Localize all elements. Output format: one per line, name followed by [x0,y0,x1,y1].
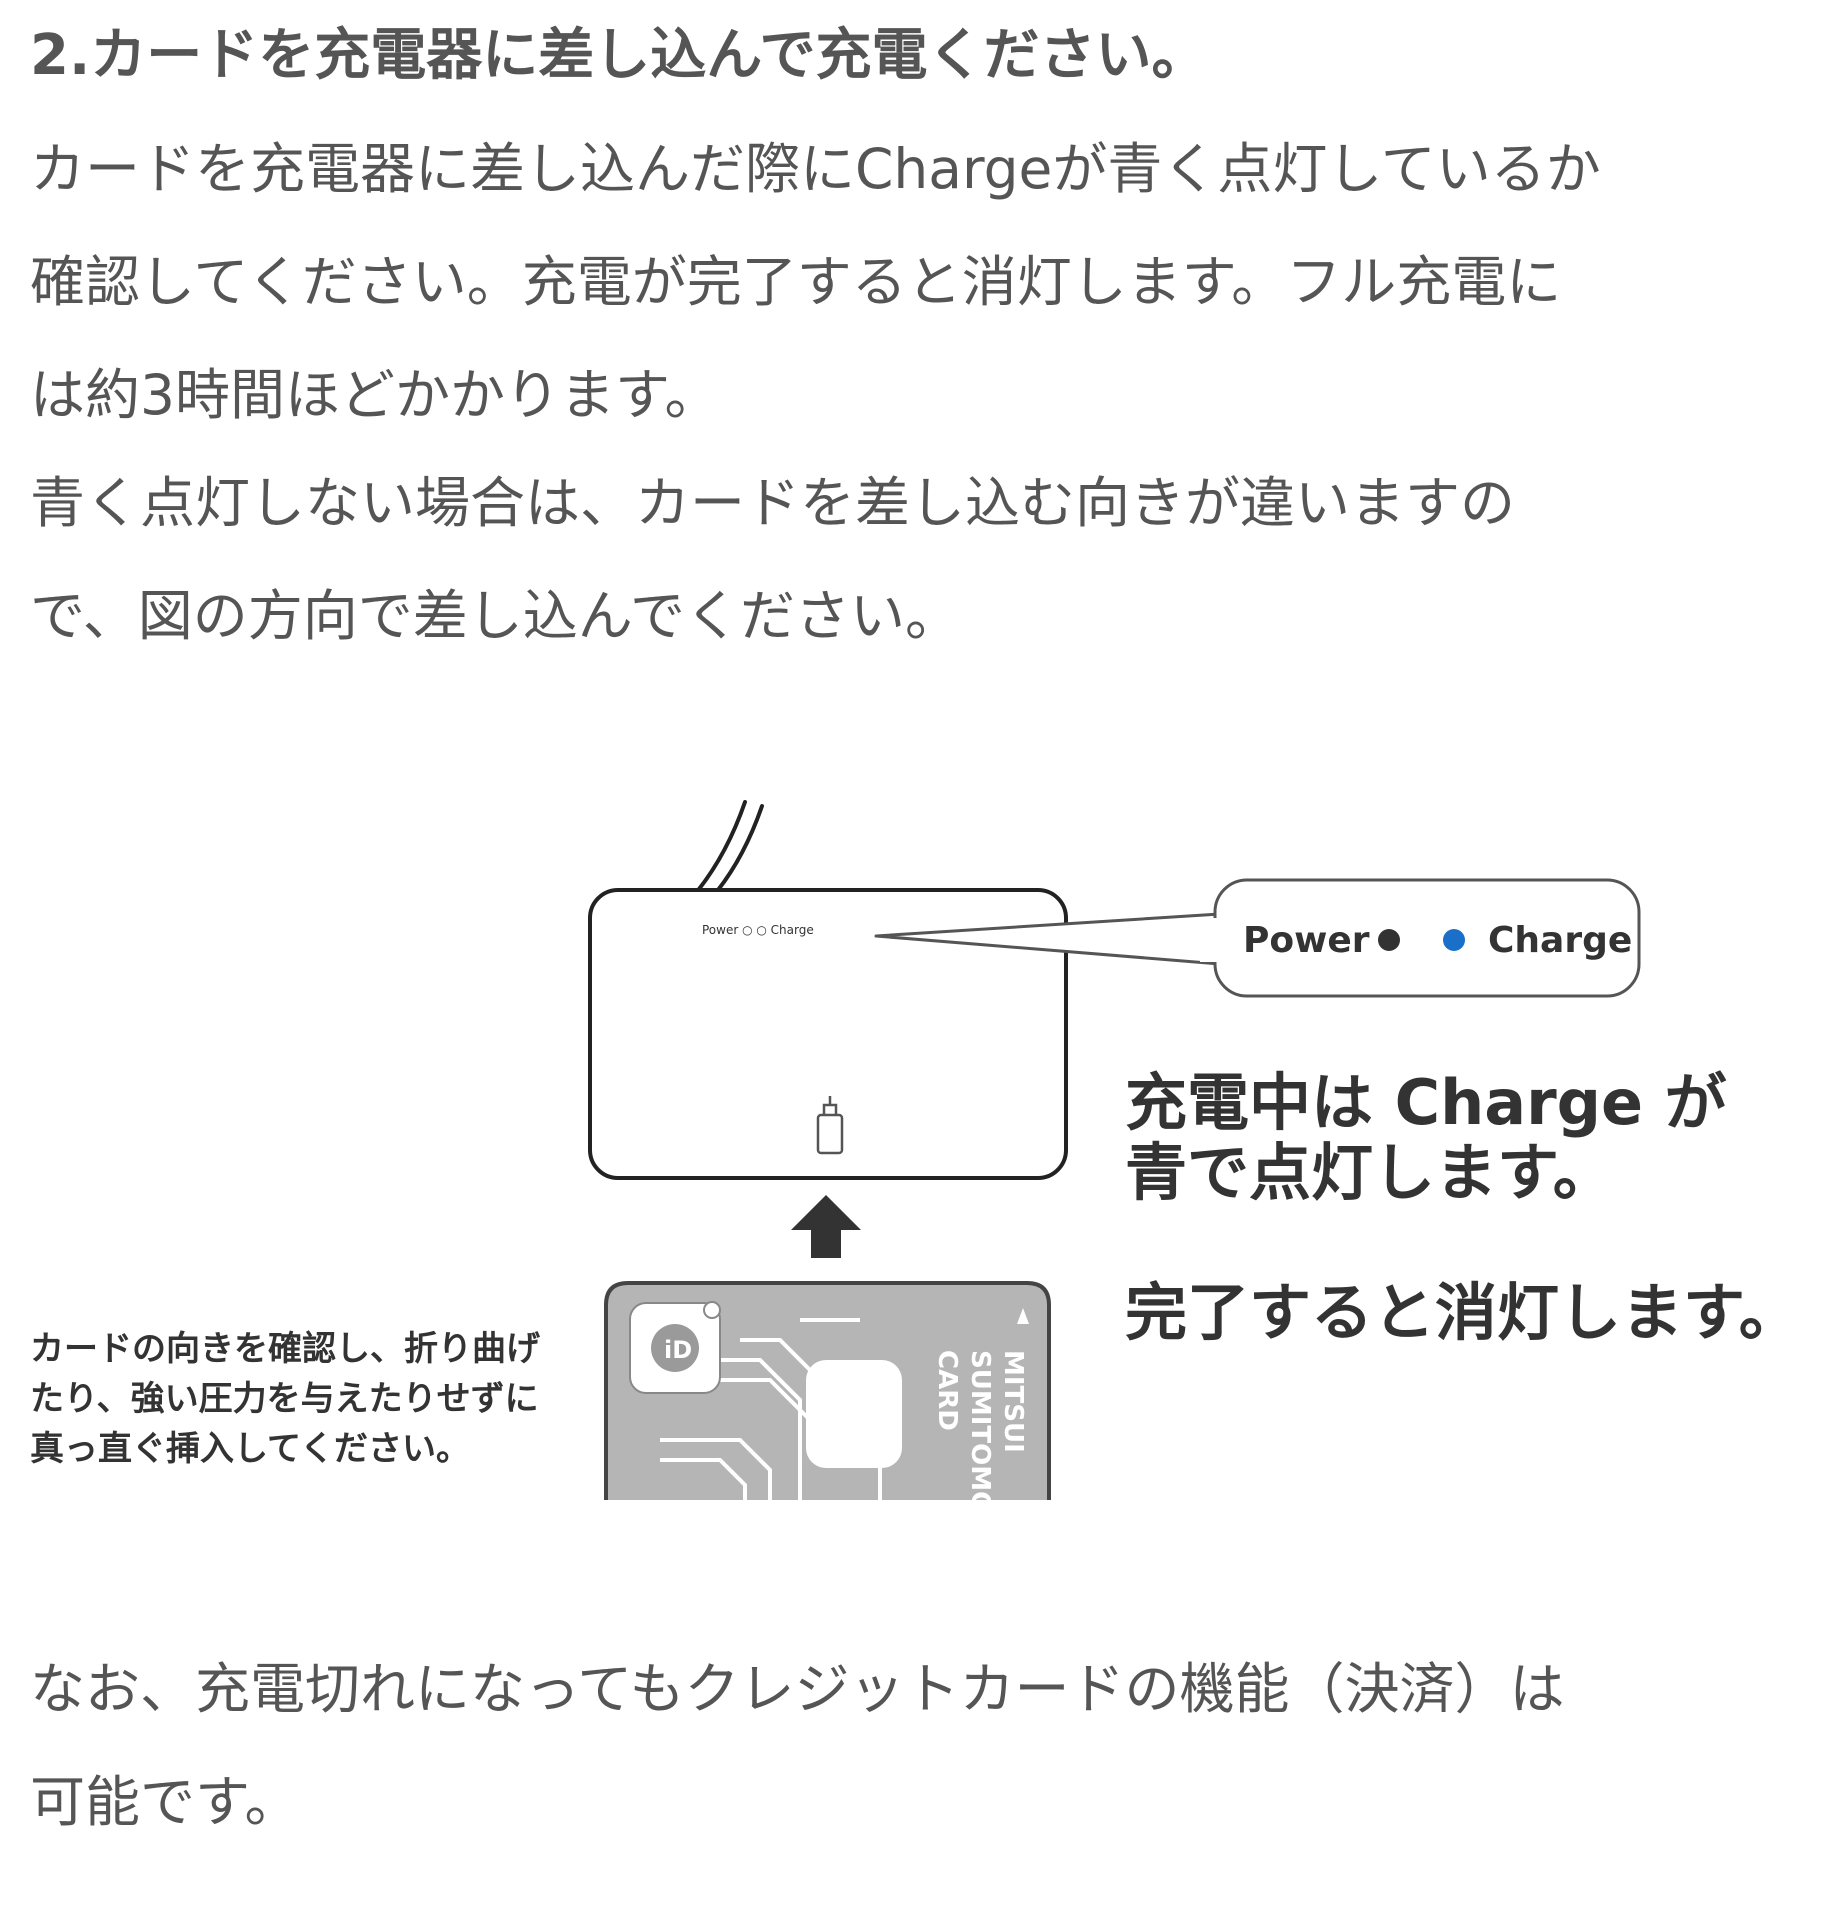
paragraph-charging-instructions: カードを充電器に差し込んだ際にChargeが青く点灯しているか 確認してください… [30,113,1820,452]
callout-charging-text: 充電中は Charge が 青で点灯します。 [1125,1068,1727,1208]
power-dot-icon [1378,929,1400,951]
insertion-caution-note: カードの向きを確認し、折り曲げ たり、強い圧力を与えたりせずに 真っ直ぐ挿入して… [30,1324,540,1474]
charger-body [588,888,1068,1180]
paragraph-line: は約3時間ほどかかります。 [30,363,720,427]
charging-diagram: Power ○ ○ Charge Power Charge [0,800,1829,1520]
callout-line: 充電中は Charge が [1125,1066,1727,1139]
section-heading: 2.カードを充電器に差し込んで充電ください。 [30,23,1208,88]
charger-cable [688,800,764,904]
bubble-power-label: Power [1243,920,1370,961]
caution-line: たり、強い圧力を与えたりせずに [30,1379,539,1419]
paragraph-line: 可能です。 [30,1770,300,1834]
paragraph-orientation-note: 青く点灯しない場合は、カードを差し込む向きが違いますの で、図の方向で差し込んで… [30,447,1820,673]
charging-diagram-graphic: Power ○ ○ Charge Power Charge [588,800,1641,1520]
caution-line: 真っ直ぐ挿入してください。 [30,1429,470,1469]
card-brand-line-1: MITSUI [998,1350,1028,1453]
paragraph-line: なお、充電切れになってもクレジットカードの機能（決済）は [30,1657,1565,1721]
charge-dot-icon [1443,929,1465,951]
paragraph-line: カードを充電器に差し込んだ際にChargeが青く点灯しているか [30,137,1601,201]
callout-line: 完了すると消灯します。 [1125,1276,1801,1349]
paragraph-line: 確認してください。充電が完了すると消灯します。フル充電に [30,250,1562,314]
paragraph-payment-note: なお、充電切れになってもクレジットカードの機能（決済）は 可能です。 [30,1633,1820,1859]
card-slot-icon [816,1096,844,1155]
charger-indicator-label: Power ○ ○ Charge [702,923,814,937]
caution-line: カードの向きを確認し、折り曲げ [30,1329,540,1369]
callout-done-text: 完了すると消灯します。 [1125,1278,1801,1348]
callout-line: 青で点灯します。 [1125,1136,1615,1209]
card-brand-line-3: CARD [932,1350,962,1431]
card-logo-text: iD [664,1336,692,1364]
card-brand-line-2: SUMITOMO [965,1350,995,1513]
credit-card: iD MITSUI SUMITOMO CARD [600,1281,1060,1520]
insert-arrow-icon [791,1195,861,1258]
bubble-charge-label: Charge [1488,920,1632,961]
paragraph-line: 青く点灯しない場合は、カードを差し込む向きが違いますの [30,471,1516,535]
paragraph-line: で、図の方向で差し込んでください。 [30,584,961,648]
card-chip [806,1360,902,1468]
